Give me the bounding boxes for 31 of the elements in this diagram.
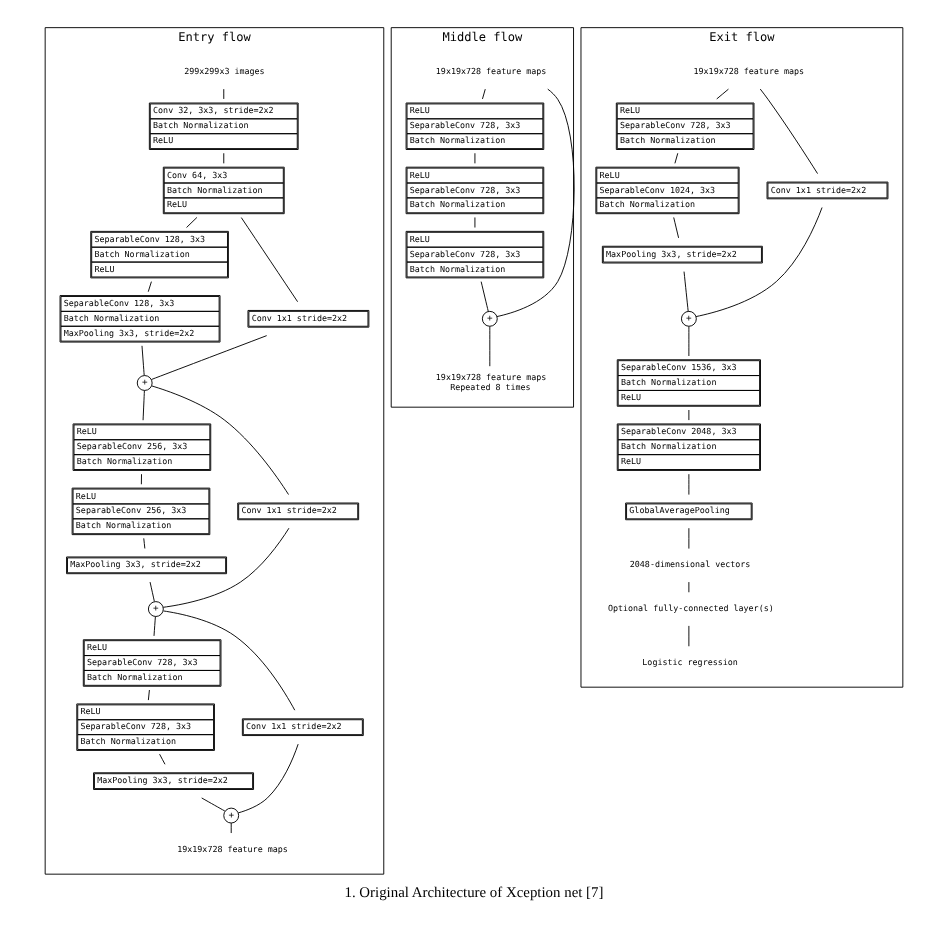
connector — [223, 88, 225, 100]
connector — [142, 390, 145, 421]
caption: 1. Original Architecture of Xception net [7] — [344, 883, 604, 902]
connector — [151, 335, 268, 380]
connector — [688, 325, 690, 357]
connector — [147, 689, 150, 701]
connector — [151, 385, 289, 495]
connector — [496, 88, 575, 317]
connector — [143, 537, 146, 549]
connector — [237, 743, 299, 814]
connector — [153, 616, 156, 637]
connector — [482, 88, 486, 100]
connector — [480, 281, 489, 312]
connector — [674, 152, 679, 164]
connector — [695, 207, 823, 318]
connector — [163, 610, 296, 711]
connector — [673, 217, 680, 239]
connector — [149, 581, 155, 602]
connector — [223, 152, 225, 164]
connector — [159, 753, 166, 765]
connector — [230, 822, 232, 834]
connector — [716, 88, 729, 100]
connector — [489, 325, 491, 367]
connector — [201, 797, 226, 812]
connector — [186, 217, 198, 228]
connector — [141, 345, 145, 376]
connector — [162, 527, 290, 608]
connector — [147, 281, 152, 293]
connector — [683, 271, 689, 312]
connector — [759, 88, 818, 175]
connector — [140, 473, 142, 485]
